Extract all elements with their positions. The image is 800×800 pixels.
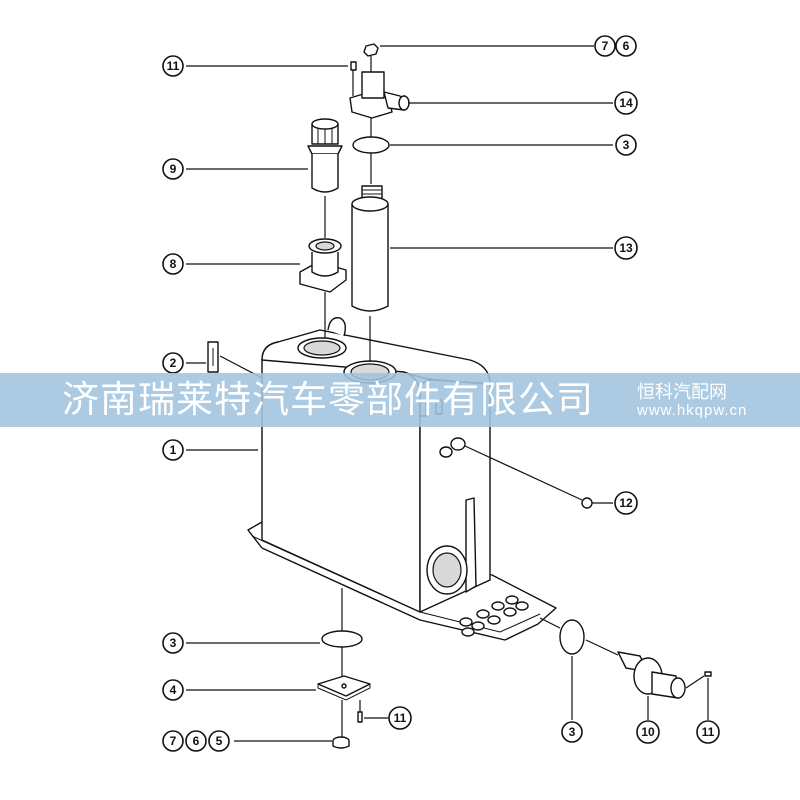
fitting-head [349,43,410,119]
callout-3-bottom: 3 [561,721,583,743]
filler-cap [307,118,343,193]
watermark-banner: 济南瑞莱特汽车零部件有限公司 恒科汽配网 www.hkqpw.cn [0,373,800,427]
svg-text:11: 11 [394,711,407,725]
svg-text:6: 6 [623,39,630,53]
callout-9: 9 [162,158,184,180]
svg-text:3: 3 [623,138,630,152]
svg-text:4: 4 [170,683,177,697]
callout-10: 10 [636,720,660,744]
callout-7-bottom: 7 [162,730,184,752]
callout-6-bottom: 6 [185,730,207,752]
o-ring-upper [352,136,390,154]
callout-1: 1 [162,439,184,461]
svg-text:12: 12 [619,496,633,510]
svg-text:3: 3 [569,725,576,739]
svg-text:7: 7 [170,734,177,748]
svg-text:11: 11 [702,725,715,739]
callout-6-top: 6 [615,35,637,57]
screw-11-mid [357,711,363,723]
svg-text:1: 1 [170,443,177,457]
svg-text:9: 9 [170,162,177,176]
o-ring-left [321,630,363,648]
tank-body [207,317,557,641]
callout-12: 12 [614,491,638,515]
drain-cover [317,675,371,701]
callout-14: 14 [614,91,638,115]
svg-text:2: 2 [170,356,177,370]
o-ring-bottom [559,619,585,655]
svg-text:14: 14 [619,96,633,110]
filter-element [351,185,389,312]
watermark-company-name: 济南瑞莱特汽车零部件有限公司 [62,379,594,420]
callout-11-mid: 11 [388,706,412,730]
svg-text:5: 5 [216,734,223,748]
svg-text:8: 8 [170,257,177,271]
svg-text:13: 13 [619,241,633,255]
callout-11-top: 11 [162,55,184,77]
svg-text:10: 10 [641,725,655,739]
watermark-url: www.hkqpw.cn [637,402,748,419]
svg-text:3: 3 [170,636,177,650]
svg-text:6: 6 [193,734,200,748]
callout-3-left: 3 [162,632,184,654]
side-flange [617,651,686,699]
filler-neck [299,238,347,293]
callout-11-right: 11 [696,720,720,744]
callout-7-top: 7 [594,35,616,57]
callout-4: 4 [162,679,184,701]
leader-lines [186,45,709,742]
screw-11-right [704,671,712,677]
callout-2: 2 [162,352,184,374]
svg-text:11: 11 [167,59,180,73]
callout-8: 8 [162,253,184,275]
callout-3-upper: 3 [615,134,637,156]
drain-plug [332,736,350,749]
base-plate-holes [459,595,529,637]
svg-text:7: 7 [602,39,609,53]
plug-12 [581,497,593,509]
watermark-brand: 恒科汽配网 [637,382,727,402]
callout-5: 5 [208,730,230,752]
callout-13: 13 [614,236,638,260]
